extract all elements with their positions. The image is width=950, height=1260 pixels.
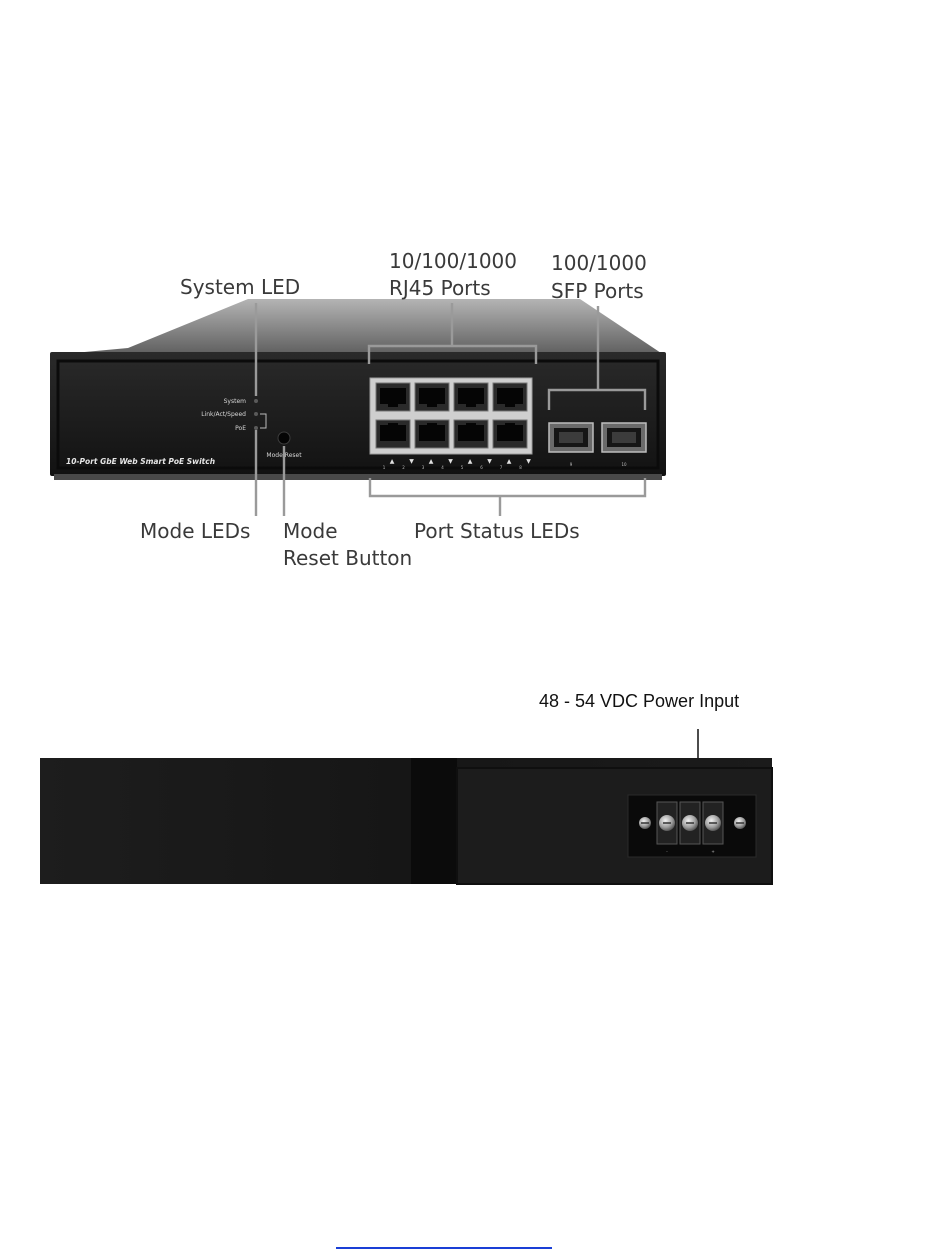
port-number-4: 4 bbox=[441, 465, 444, 470]
callout-mode-line1: Mode bbox=[283, 519, 338, 543]
port-status-led-2: ▼ bbox=[409, 458, 414, 465]
callout-rj45-line1: 10/100/1000 bbox=[389, 249, 517, 273]
terminal-screw-1 bbox=[639, 817, 651, 829]
guide-port-status-bracket bbox=[370, 478, 645, 496]
port-status-led-4: ▼ bbox=[448, 458, 453, 465]
terminal-screw-2 bbox=[657, 802, 677, 844]
port-status-led-5: ▲ bbox=[468, 458, 473, 465]
model-label: 10-Port GbE Web Smart PoE Switch bbox=[66, 457, 215, 466]
rear-recess bbox=[411, 758, 457, 884]
rj45-port-6[interactable] bbox=[415, 420, 449, 448]
port-status-led-7: ▲ bbox=[507, 458, 512, 465]
system-led bbox=[254, 399, 258, 403]
rj45-port-8[interactable] bbox=[493, 420, 527, 448]
port-number-8: 8 bbox=[519, 465, 522, 470]
port-status-led-8: ▼ bbox=[526, 458, 531, 465]
chassis-top bbox=[52, 299, 664, 355]
callout-port-status-leds: Port Status LEDs bbox=[414, 519, 580, 543]
port-number-3: 3 bbox=[422, 465, 425, 470]
sfp-number-9: 9 bbox=[570, 462, 573, 467]
callout-sfp-line2: SFP Ports bbox=[551, 279, 644, 303]
port-number-7: 7 bbox=[500, 465, 503, 470]
callout-system-led: System LED bbox=[180, 275, 300, 299]
rj45-port-block bbox=[370, 378, 532, 454]
rj45-port-5[interactable] bbox=[376, 420, 410, 448]
port-number-6: 6 bbox=[480, 465, 483, 470]
callout-rj45-line2: RJ45 Ports bbox=[389, 276, 491, 300]
rj45-port-2[interactable] bbox=[415, 383, 449, 411]
rj45-port-3[interactable] bbox=[454, 383, 488, 411]
port-status-led-1: ▲ bbox=[390, 458, 395, 465]
port-status-led-3: ▲ bbox=[429, 458, 434, 465]
port-status-led-6: ▼ bbox=[487, 458, 492, 465]
port-number-2: 2 bbox=[402, 465, 405, 470]
sfp-number-10: 10 bbox=[621, 462, 627, 467]
poe-led bbox=[254, 426, 258, 430]
sfp-port-9[interactable] bbox=[549, 423, 593, 452]
port-number-1: 1 bbox=[383, 465, 386, 470]
footer-link-underline[interactable] bbox=[336, 1247, 552, 1249]
rj45-port-7[interactable] bbox=[454, 420, 488, 448]
terminal-screw-4 bbox=[703, 802, 723, 844]
led-label-link: Link/Act/Speed bbox=[201, 411, 246, 418]
led-label-system: System bbox=[224, 398, 247, 405]
terminal-screw-3 bbox=[680, 802, 700, 844]
sfp-port-10[interactable] bbox=[602, 423, 646, 452]
rj45-port-1[interactable] bbox=[376, 383, 410, 411]
link-led bbox=[254, 412, 258, 416]
power-terminal-block: - + bbox=[628, 795, 756, 857]
terminal-mark-right: + bbox=[711, 849, 714, 854]
callout-mode-leds: Mode LEDs bbox=[140, 519, 250, 543]
terminal-screw-5 bbox=[734, 817, 746, 829]
chassis-base-shadow bbox=[54, 474, 662, 480]
port-number-5: 5 bbox=[461, 465, 464, 470]
callout-sfp-line1: 100/1000 bbox=[551, 251, 647, 275]
callout-mode-line2: Reset Button bbox=[283, 546, 412, 570]
mode-reset-button[interactable] bbox=[278, 432, 290, 444]
switch-rear-view: 48 - 54 VDC Power Input - + bbox=[40, 691, 772, 884]
rj45-port-4[interactable] bbox=[493, 383, 527, 411]
callout-power-input: 48 - 54 VDC Power Input bbox=[539, 691, 739, 711]
led-label-poe: PoE bbox=[235, 425, 246, 432]
